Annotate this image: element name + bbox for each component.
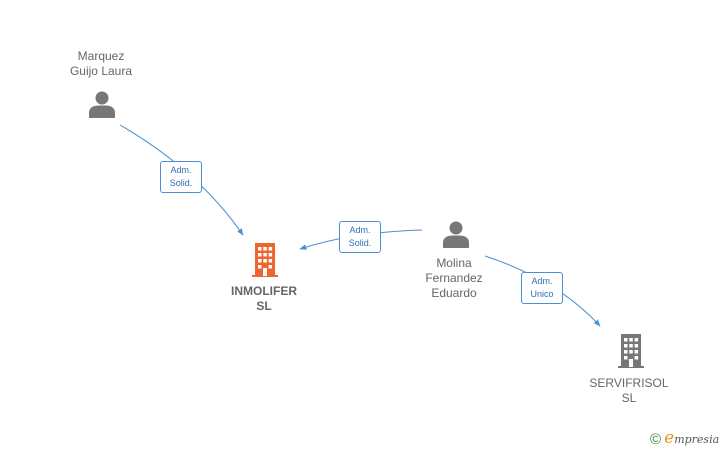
node-label-line: SERVIFRISOL [589,376,669,390]
node-label-servifrisol[interactable]: SERVIFRISOL SL [579,376,679,406]
node-label-line: SL [621,391,637,405]
node-label-marquez[interactable]: Marquez Guijo Laura [51,49,151,79]
brand-logo: © empresia [650,428,719,448]
edge-label-line: Solid. [169,178,193,188]
edge-label-line: Solid. [348,238,372,248]
building-icon[interactable] [250,243,280,277]
copyright-symbol: © [650,431,662,448]
person-icon[interactable] [441,219,471,249]
building-icon[interactable] [616,334,646,368]
node-label-line: Fernandez [425,271,483,285]
node-label-inmolifer[interactable]: INMOLIFER SL [214,284,314,314]
node-label-molina[interactable]: Molina Fernandez Eduardo [404,256,504,301]
edge-label-line: Adm. [170,165,192,175]
node-label-line: SL [256,299,272,313]
edge-label-line: Unico [530,289,554,299]
edge-label-line: Adm. [531,276,553,286]
brand-name: mpresia [674,433,720,446]
node-label-line: Eduardo [431,286,477,300]
node-label-line: Molina [436,256,472,270]
person-icon[interactable] [87,89,117,119]
edge-label-marquez-inmolifer[interactable]: Adm. Solid. [160,161,202,193]
node-label-line: Guijo Laura [69,64,133,78]
brand-initial: e [664,428,675,448]
node-label-line: Marquez [77,49,125,63]
edge-label-molina-inmolifer[interactable]: Adm. Solid. [339,221,381,253]
edge-label-molina-servifrisol[interactable]: Adm. Unico [521,272,563,304]
edge-label-line: Adm. [349,225,371,235]
node-label-line: INMOLIFER [231,284,297,298]
